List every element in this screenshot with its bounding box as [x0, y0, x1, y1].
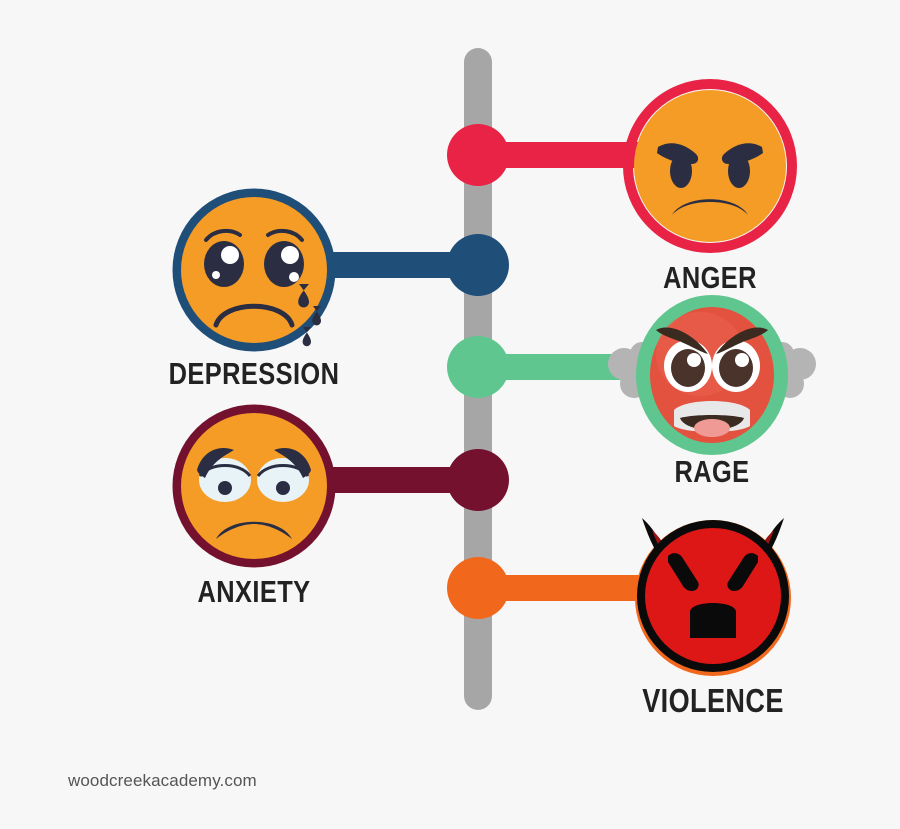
spine-dot-violence[interactable]	[447, 557, 509, 619]
anger-left-eye	[670, 154, 692, 188]
anxiety-left-eye-white	[199, 458, 251, 502]
violence-left-eye	[668, 553, 699, 591]
anger-frown-mouth	[672, 199, 748, 215]
rage-left-eye-highlight	[687, 353, 701, 367]
depression-right-eye	[264, 241, 304, 287]
violence-mouth-bottom	[690, 627, 736, 638]
depression-ring	[172, 188, 336, 352]
anxiety-right-pupil	[276, 481, 290, 495]
label-depression: DEPRESSION	[168, 356, 340, 391]
spine-dot-depression[interactable]	[447, 234, 509, 296]
violence-face-fill	[645, 528, 781, 664]
node-violence[interactable]: VIOLENCE	[622, 500, 804, 719]
anger-ring	[623, 79, 797, 253]
depression-right-eye-glint	[289, 272, 299, 282]
label-anger: ANGER	[663, 260, 757, 295]
anger-emoji	[622, 78, 798, 254]
node-anger[interactable]: ANGER	[622, 78, 798, 295]
node-anxiety[interactable]: ANXIETY	[172, 404, 336, 609]
depression-left-brow	[204, 228, 242, 242]
anxiety-left-lid	[198, 464, 252, 478]
violence-emoji	[622, 500, 804, 682]
node-rage[interactable]: RAGE	[608, 292, 816, 489]
depression-left-eye-glint	[212, 271, 220, 279]
label-anxiety: ANXIETY	[197, 574, 311, 609]
spine-dot-anger[interactable]	[447, 124, 509, 186]
depression-tear-3	[302, 327, 311, 347]
anxiety-ring	[172, 404, 336, 568]
anxiety-left-pupil	[218, 481, 232, 495]
depression-emoji	[172, 188, 336, 352]
anxiety-right-eye-white	[257, 458, 309, 502]
spine-dot-rage[interactable]	[447, 336, 509, 398]
label-violence: VIOLENCE	[642, 682, 784, 719]
rage-right-brow	[716, 327, 768, 354]
rage-right-iris	[719, 349, 753, 387]
spine-dot-anxiety[interactable]	[447, 449, 509, 511]
anxiety-emoji	[172, 404, 336, 568]
depression-tear-2	[312, 306, 321, 326]
anxiety-frown-mouth	[216, 521, 292, 539]
rage-left-brow	[656, 327, 708, 354]
anger-right-eye	[728, 154, 750, 188]
rage-right-eye-highlight	[735, 353, 749, 367]
node-depression[interactable]: DEPRESSION	[169, 188, 339, 391]
label-rage: RAGE	[674, 454, 750, 489]
rage-emoji	[608, 292, 816, 462]
rage-tongue	[694, 419, 730, 437]
anger-face-fill	[634, 90, 786, 242]
depression-left-eye-highlight	[221, 246, 239, 264]
rage-left-iris	[671, 349, 705, 387]
depression-tear-1	[298, 284, 309, 308]
depression-face-fill	[181, 197, 327, 343]
watermark-text: woodcreekacademy.com	[68, 771, 257, 790]
depression-left-eye	[204, 241, 244, 287]
anxiety-right-lid	[256, 464, 310, 478]
depression-frown-mouth	[213, 303, 295, 328]
depression-right-eye-highlight	[281, 246, 299, 264]
violence-right-eye	[727, 553, 758, 591]
depression-right-brow	[266, 228, 304, 242]
